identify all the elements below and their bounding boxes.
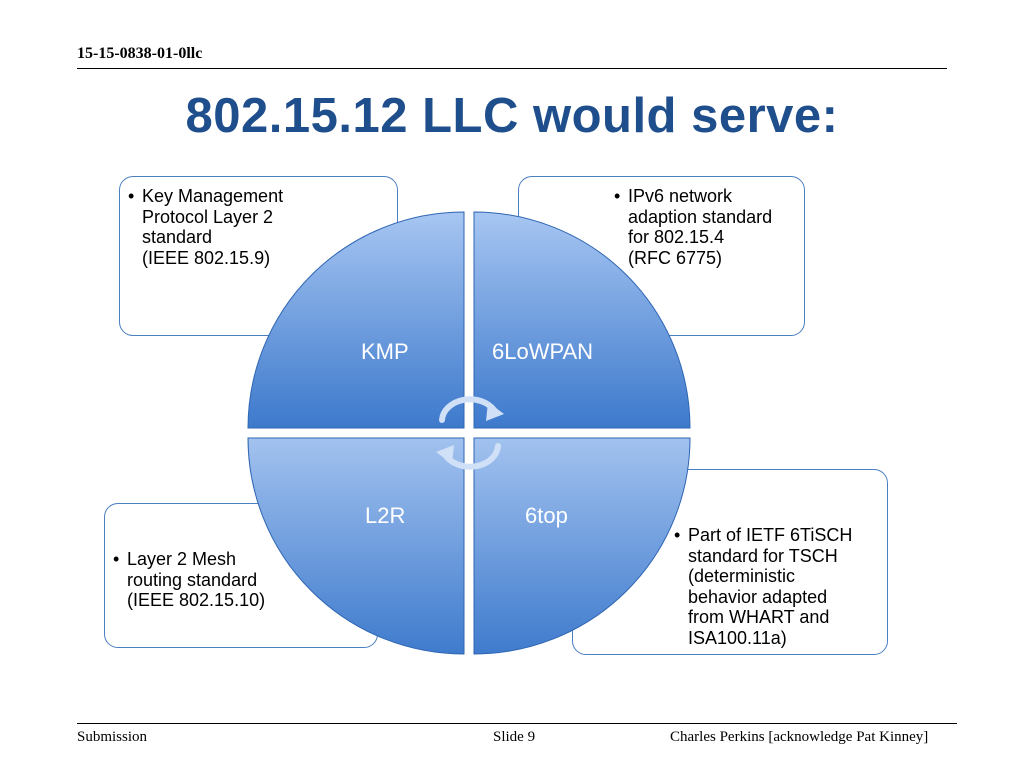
description-line: Part of IETF 6TiSCH [688,525,853,545]
quadrant-label-kmp: KMP [361,339,409,364]
kmp-quadrant [247,211,465,429]
description-line: ISA100.11a) [688,627,787,648]
bullet-point: • [614,186,621,206]
description-line: standard [142,227,213,247]
6top-description-text: • Part of IETF 6TiSCH standard for TSCH … [674,525,852,648]
description-line: behavior adapted [688,586,828,607]
bullet-point: • [674,525,681,545]
quadrant-label-6top: 6top [525,503,568,528]
quadrant-label-6lowpan: 6LoWPAN [492,339,594,364]
description-line: (IEEE 802.15.10) [127,590,266,610]
6lowpan-description-text: • IPv6 network adaption standard for 802… [614,186,772,268]
footer-slide-number: Slide 9 [493,729,536,745]
quadrant-label-l2r: L2R [365,503,406,528]
kmp-description-text: • Key Management Protocol Layer 2 standa… [128,186,283,268]
description-line: standard for TSCH [688,545,838,566]
description-line: (RFC 6775) [628,247,723,268]
description-line: Layer 2 Mesh [127,549,237,569]
slide-title: 802.15.12 LLC would serve: [185,89,839,143]
description-line: from WHART and [688,607,830,627]
description-line: IPv6 network [628,186,733,206]
description-line: routing standard [127,569,258,590]
footer-submission: Submission [77,729,148,745]
bullet-point: • [113,549,120,569]
l2r-description-text: • Layer 2 Mesh routing standard (IEEE 80… [113,549,265,611]
description-line: for 802.15.4 [628,227,725,247]
footer-rule [77,723,957,724]
6top-quadrant [473,437,691,655]
description-line: (IEEE 802.15.9) [142,247,271,268]
description-line: (deterministic [688,566,796,586]
header-rule [77,68,947,69]
footer-author: Charles Perkins [acknowledge Pat Kinney] [670,729,929,745]
description-line: Protocol Layer 2 [142,206,274,227]
document-id: 15-15-0838-01-0llc [77,45,203,62]
6lowpan-quadrant [473,211,691,429]
description-line: Key Management [142,186,284,206]
bullet-point: • [128,186,135,206]
cycle-arrows-icon [436,396,504,470]
description-line: adaption standard [628,206,773,227]
l2r-quadrant [247,437,465,655]
